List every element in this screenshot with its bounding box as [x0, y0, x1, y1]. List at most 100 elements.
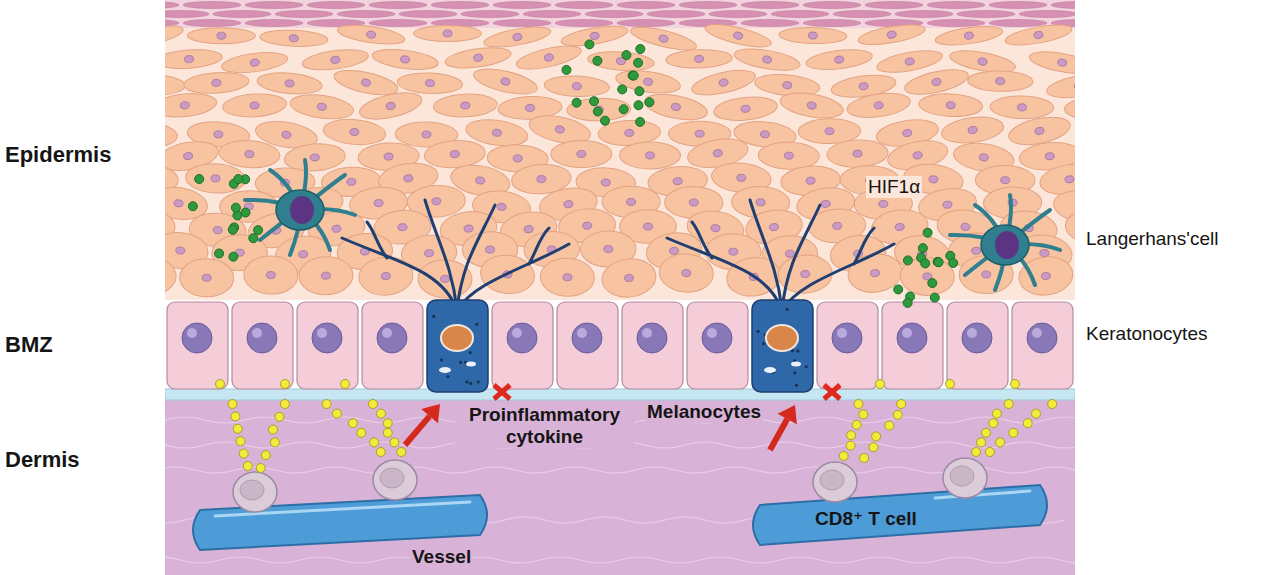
- keratinocyte: [967, 70, 1033, 92]
- keratinocyte: [322, 117, 386, 147]
- keratinocyte: [165, 22, 185, 51]
- cytokine-dot: [322, 400, 331, 409]
- cell-nucleus: [801, 270, 810, 278]
- corneum-cell: [307, 2, 365, 9]
- basal-keratinocyte: [817, 302, 878, 389]
- cell-nucleus: [601, 179, 610, 186]
- t-cell: [373, 460, 417, 500]
- hif-dot: [622, 51, 631, 60]
- cell-nucleus: [808, 32, 817, 39]
- cell-nucleus: [643, 78, 653, 86]
- cell-nucleus: [443, 30, 452, 37]
- cell-body: [619, 142, 680, 169]
- keratinocyte: [165, 254, 178, 296]
- cell-nucleus: [902, 129, 912, 137]
- cell-body: [703, 20, 773, 52]
- cytokine-dot: [256, 464, 265, 473]
- keratinocyte: [222, 92, 287, 119]
- cell-body: [301, 46, 369, 73]
- dermis-fiber: [165, 467, 1075, 473]
- hif-dot: [934, 258, 943, 267]
- hif-dot: [923, 228, 932, 237]
- cell-nucleus: [833, 222, 842, 229]
- hif-dot: [949, 259, 958, 268]
- cell-body: [642, 90, 709, 124]
- keratinocyte: [358, 255, 415, 297]
- cytokine-dot: [275, 412, 284, 421]
- keratinocyte: [587, 50, 655, 73]
- nucleus-highlight: [252, 328, 262, 338]
- cytokine-dot: [332, 409, 341, 418]
- molecule-label: HIF1α: [866, 176, 922, 198]
- keratinocyte: [397, 72, 463, 95]
- cell-nucleus: [400, 55, 410, 63]
- cell-nucleus: [492, 129, 502, 137]
- cell-body: [733, 45, 802, 74]
- cell-body: [1045, 71, 1075, 102]
- keratinocyte: [779, 27, 847, 45]
- melanosome: [791, 362, 801, 367]
- cytokine-dot: [859, 410, 868, 419]
- cell-nucleus: [711, 224, 721, 232]
- red-arrow-shaft: [770, 419, 787, 450]
- cell-nucleus: [807, 101, 817, 109]
- hif-dot: [228, 225, 237, 234]
- cell-body: [805, 47, 873, 73]
- hif-dot: [645, 98, 654, 107]
- keratinocyte: [185, 162, 246, 194]
- layer-label: Dermis: [5, 447, 80, 472]
- keratinocyte: [417, 259, 472, 299]
- hif-dot: [585, 40, 594, 49]
- cell-body: [600, 256, 658, 300]
- basal-nucleus: [832, 323, 862, 353]
- cytokine-dot: [872, 432, 881, 441]
- keratinocyte: [1064, 208, 1075, 246]
- cytokine-dot: [839, 452, 848, 461]
- keratinocyte: [918, 92, 983, 117]
- hif-dot: [241, 208, 250, 217]
- corneum-ground: [165, 0, 1075, 28]
- keratinocyte: [1004, 21, 1074, 49]
- cell-label: Keratonocytes: [1086, 323, 1207, 345]
- t-cell: [233, 472, 277, 512]
- cell-body: [483, 23, 553, 51]
- cell-nucleus: [563, 200, 573, 208]
- cytokine-dot: [216, 380, 225, 389]
- cytokine-dot: [996, 438, 1005, 447]
- basal-keratinocyte: [1012, 302, 1073, 389]
- cell-nucleus: [627, 198, 636, 205]
- keratinocyte: [289, 91, 355, 122]
- cell-nucleus: [464, 225, 474, 233]
- hif-dot: [231, 203, 240, 212]
- cell-nucleus: [979, 153, 989, 161]
- cell-nucleus: [1001, 177, 1010, 184]
- keratinocyte: [218, 139, 281, 170]
- corneum-cell: [647, 11, 705, 18]
- hif-dot: [195, 175, 204, 184]
- hif-dot: [590, 97, 599, 106]
- cell-nucleus: [737, 174, 747, 182]
- cell-nucleus: [1034, 127, 1044, 136]
- cytokine-dot: [281, 380, 290, 389]
- hif-dot: [634, 58, 643, 67]
- cell-nucleus: [943, 201, 953, 209]
- corneum-cell: [337, 11, 395, 18]
- basal-keratinocyte: [687, 302, 748, 389]
- cytokine-dot: [269, 425, 278, 434]
- melanocyte-dendrite: [529, 228, 549, 264]
- cell-nucleus: [729, 248, 738, 255]
- cell-body: [165, 120, 178, 149]
- cell-nucleus: [929, 175, 939, 183]
- cell-nucleus: [625, 129, 634, 136]
- cell-body: [371, 46, 439, 73]
- corneum-cell: [183, 20, 241, 27]
- cell-nucleus: [298, 250, 308, 258]
- cell-body: [544, 75, 610, 98]
- cell-nucleus: [211, 175, 220, 182]
- cell-nucleus: [821, 200, 831, 208]
- cell-nucleus: [384, 153, 393, 160]
- cell-nucleus: [374, 199, 384, 207]
- cell-nucleus: [563, 274, 572, 281]
- cell-nucleus: [450, 150, 459, 158]
- cell-nucleus: [604, 245, 613, 252]
